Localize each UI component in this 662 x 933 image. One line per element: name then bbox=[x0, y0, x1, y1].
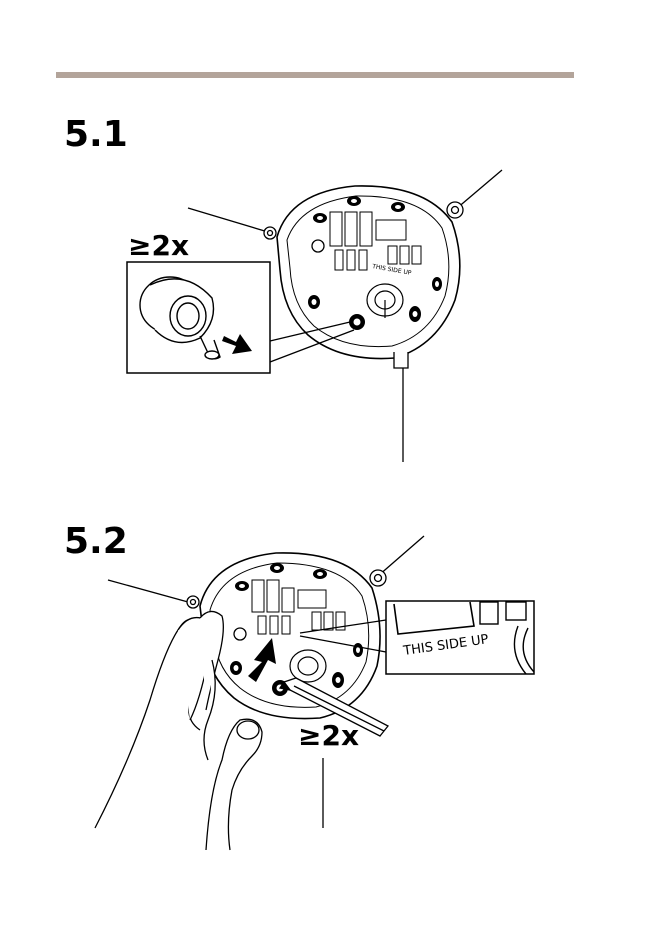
leader-line-top-right bbox=[456, 170, 502, 209]
cable-gland bbox=[290, 650, 326, 682]
leader-line-left bbox=[188, 208, 268, 232]
step-5-2-illustration: THIS SIDE UP bbox=[95, 536, 534, 850]
leader-line-left bbox=[108, 580, 188, 602]
camera-housing-base: THIS SIDE UP bbox=[264, 186, 463, 368]
step-5-1-illustration: THIS SIDE UP bbox=[127, 170, 502, 462]
leader-line-top-right bbox=[378, 536, 424, 576]
